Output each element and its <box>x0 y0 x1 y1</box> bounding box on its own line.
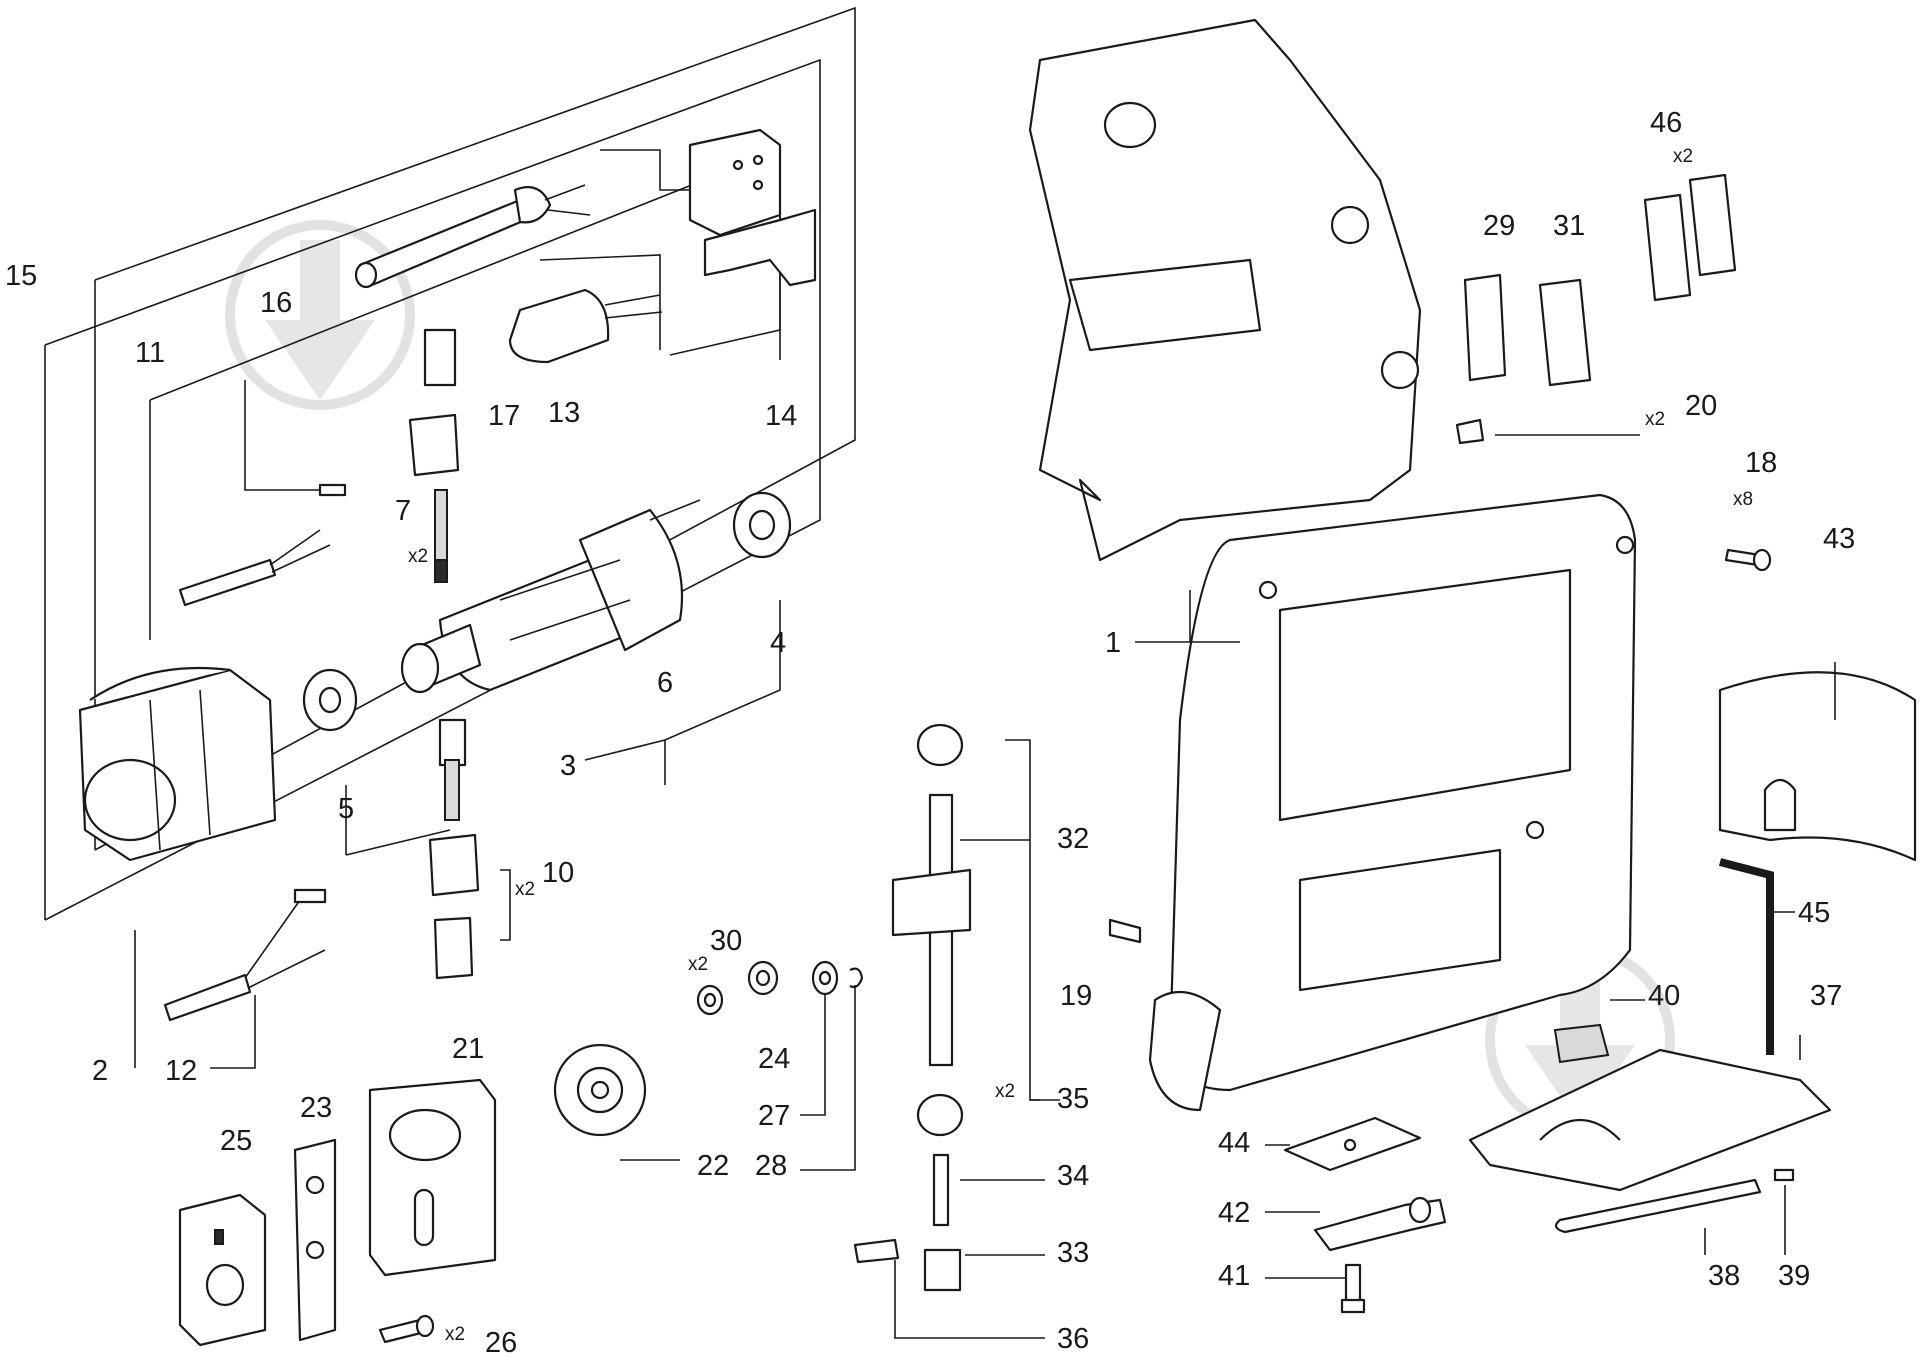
part-39-spacer <box>1773 1168 1795 1182</box>
qty-20: x2 <box>1645 409 1665 430</box>
label-24: 24 <box>758 1043 790 1075</box>
part-22-gear <box>553 1043 647 1137</box>
label-30: 30 <box>710 925 742 957</box>
part-29-clip <box>1463 273 1507 382</box>
part-38-guide-rail <box>1554 1178 1762 1234</box>
label-3: 3 <box>560 750 576 782</box>
label-31: 31 <box>1553 210 1585 242</box>
part-18-screw <box>1724 548 1772 572</box>
qty-18: x8 <box>1733 489 1753 510</box>
label-2: 2 <box>92 1055 108 1087</box>
part-11-brush-holder <box>178 328 460 607</box>
label-17: 17 <box>488 400 520 432</box>
label-16: 16 <box>260 287 292 319</box>
part-42-lever <box>1313 1196 1447 1252</box>
part-43-guard <box>1718 671 1917 862</box>
qty-35: x2 <box>995 1081 1015 1102</box>
label-21: 21 <box>452 1033 484 1065</box>
label-6: 6 <box>657 667 673 699</box>
part-12-brush-lead <box>163 888 327 1022</box>
label-34: 34 <box>1057 1160 1089 1192</box>
part-28-circlip <box>849 967 864 989</box>
label-13: 13 <box>548 397 580 429</box>
part-26-screw <box>378 1314 435 1344</box>
part-17-cable-sleeve <box>354 184 591 289</box>
label-10: 10 <box>542 857 574 889</box>
part-10-brush-holder <box>428 718 480 980</box>
part-25-bracket <box>178 1193 267 1347</box>
qty-26: x2 <box>445 1324 465 1345</box>
label-40: 40 <box>1648 980 1680 1012</box>
part-19-pin <box>1108 918 1142 944</box>
part-2-stator <box>78 666 277 862</box>
qty-10: x2 <box>515 879 535 900</box>
label-38: 38 <box>1708 1260 1740 1292</box>
part-41-screw <box>1340 1263 1366 1314</box>
part-27-washer <box>811 960 839 996</box>
label-22: 22 <box>697 1150 729 1182</box>
label-15: 15 <box>5 260 37 292</box>
part-13-capacitor <box>508 288 663 364</box>
part-5-bearing <box>302 668 358 732</box>
part-6-armature <box>400 499 701 694</box>
part-14-switch <box>688 128 817 287</box>
label-4a: 4 <box>770 627 786 659</box>
part-24-washer <box>747 960 779 996</box>
label-39: 39 <box>1778 1260 1810 1292</box>
label-18: 18 <box>1745 447 1777 479</box>
label-23: 23 <box>300 1092 332 1124</box>
label-25: 25 <box>220 1125 252 1157</box>
leader-lines <box>134 434 1836 1339</box>
label-42: 42 <box>1218 1197 1250 1229</box>
label-43: 43 <box>1823 523 1855 555</box>
label-45: 45 <box>1798 897 1830 929</box>
part-44-gasket <box>1283 1116 1422 1172</box>
label-11: 11 <box>135 337 165 369</box>
part-45-hex-key <box>1718 858 1774 1055</box>
label-29: 29 <box>1483 210 1515 242</box>
label-7: 7 <box>395 495 411 527</box>
label-33: 33 <box>1057 1237 1089 1269</box>
label-37: 37 <box>1810 980 1842 1012</box>
label-41: 41 <box>1218 1260 1250 1292</box>
part-32-plunger <box>853 723 972 1292</box>
label-14: 14 <box>765 400 797 432</box>
label-5: 5 <box>338 793 354 825</box>
part-21-plate <box>368 1078 497 1277</box>
qty-30: x2 <box>688 954 708 975</box>
download-arrow-icon <box>225 220 415 410</box>
label-36: 36 <box>1057 1323 1089 1355</box>
label-44: 44 <box>1218 1127 1250 1159</box>
part-31-pad <box>1538 278 1592 387</box>
part-1-housing <box>1028 18 1637 1112</box>
label-12: 12 <box>165 1055 197 1087</box>
part-4-bearing <box>732 491 792 559</box>
part-23-plate <box>293 1138 337 1342</box>
qty-7: x2 <box>408 546 428 567</box>
label-35: 35 <box>1057 1083 1089 1115</box>
part-30-washer <box>696 984 724 1016</box>
label-46: 46 <box>1650 107 1682 139</box>
label-20: 20 <box>1685 390 1717 422</box>
part-46-pad <box>1643 173 1737 302</box>
part-40-block <box>1553 1023 1610 1064</box>
label-1: 1 <box>1105 627 1121 659</box>
label-28: 28 <box>755 1150 787 1182</box>
part-20-clip <box>1455 418 1485 445</box>
qty-46: x2 <box>1673 146 1693 167</box>
label-26: 26 <box>485 1327 517 1359</box>
label-19: 19 <box>1060 980 1092 1012</box>
part-37-base-plate <box>1468 1048 1832 1192</box>
label-27: 27 <box>758 1100 790 1132</box>
label-32: 32 <box>1057 823 1089 855</box>
